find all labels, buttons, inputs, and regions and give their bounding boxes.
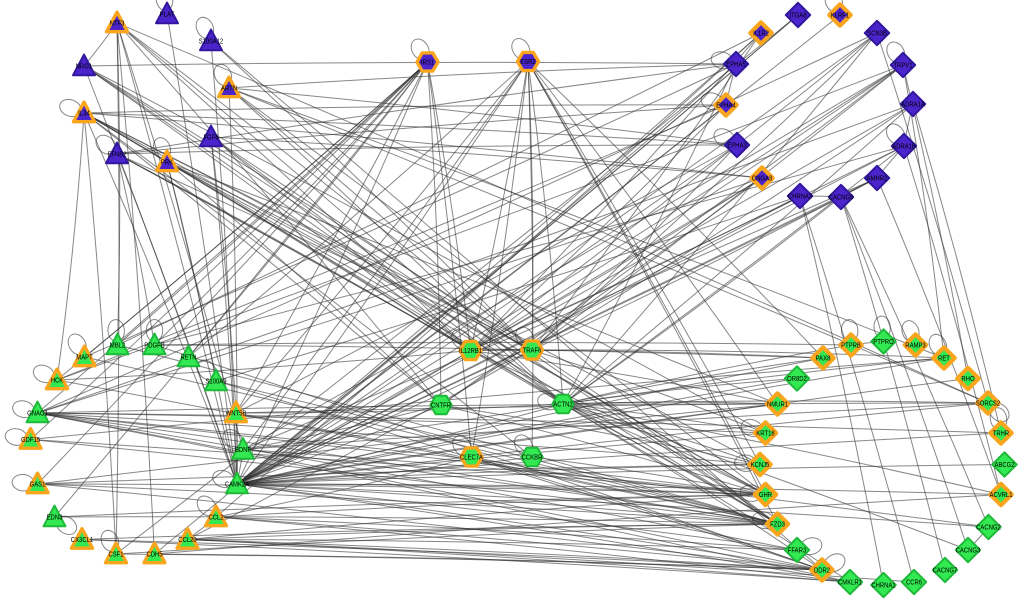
svg-text:CACNG2: CACNG2: [976, 523, 1001, 532]
svg-text:S100A9: S100A9: [205, 377, 226, 386]
svg-text:TRHR: TRHR: [993, 429, 1009, 438]
svg-text:KLRF1: KLRF1: [831, 11, 849, 20]
svg-text:KCNJ5: KCNJ5: [751, 460, 770, 469]
svg-text:EDN3: EDN3: [47, 513, 63, 522]
svg-text:ADRA1A: ADRA1A: [901, 100, 925, 109]
svg-text:AMHR2: AMHR2: [867, 174, 888, 183]
svg-text:PAX8: PAX8: [815, 354, 830, 363]
svg-text:CHRNA3: CHRNA3: [788, 192, 812, 201]
svg-text:NMUR1: NMUR1: [767, 400, 788, 409]
svg-text:IRS1: IRS1: [421, 58, 434, 67]
svg-text:EPHA5: EPHA5: [726, 60, 745, 69]
svg-text:GAS1: GAS1: [30, 480, 46, 489]
svg-text:CAMK2A: CAMK2A: [225, 480, 249, 489]
svg-text:FZD3: FZD3: [770, 520, 785, 529]
svg-text:RHO: RHO: [961, 374, 974, 383]
svg-text:TRAF6: TRAF6: [523, 346, 542, 355]
svg-text:CACNG5: CACNG5: [829, 193, 854, 202]
svg-text:GDF15: GDF15: [21, 435, 40, 444]
svg-text:NRG1: NRG1: [76, 62, 92, 71]
svg-text:PLAT: PLAT: [160, 10, 175, 19]
svg-text:IL12RB1: IL12RB1: [459, 346, 482, 355]
svg-text:GNAO1: GNAO1: [27, 409, 48, 418]
svg-text:CCL2: CCL2: [208, 513, 223, 522]
svg-text:ADRA1B: ADRA1B: [892, 142, 916, 151]
svg-text:ITGA8: ITGA8: [789, 11, 806, 20]
svg-text:SORCS2: SORCS2: [976, 399, 1000, 408]
svg-text:CMKLR1: CMKLR1: [838, 578, 862, 587]
svg-text:EFNB2: EFNB2: [107, 150, 126, 159]
svg-text:EPHA3: EPHA3: [727, 141, 746, 150]
svg-text:FFAR3: FFAR3: [788, 546, 807, 555]
svg-text:EPHA4: EPHA4: [716, 101, 735, 110]
svg-text:MAPT: MAPT: [76, 353, 93, 362]
svg-text:PTPRO: PTPRO: [873, 337, 894, 346]
svg-text:BDNF: BDNF: [235, 445, 251, 454]
svg-text:FGF6: FGF6: [203, 133, 218, 142]
svg-text:IL34: IL34: [78, 109, 90, 118]
svg-text:PTPRB: PTPRB: [841, 341, 861, 350]
svg-text:CSF1: CSF1: [108, 550, 123, 559]
svg-text:IL1R2: IL1R2: [753, 29, 769, 38]
svg-text:CNGA3: CNGA3: [752, 174, 772, 183]
svg-text:ABCG2: ABCG2: [994, 460, 1014, 469]
svg-text:MBL2: MBL2: [110, 341, 126, 350]
svg-text:OR8D2: OR8D2: [787, 374, 807, 383]
svg-text:CNTFR: CNTFR: [431, 401, 451, 410]
svg-text:TRPV1: TRPV1: [893, 61, 912, 70]
svg-text:ESR2: ESR2: [520, 57, 536, 66]
svg-text:CACNG3: CACNG3: [956, 546, 981, 555]
svg-text:CCL20: CCL20: [178, 535, 196, 544]
svg-text:RAMP3: RAMP3: [905, 341, 925, 350]
svg-text:ACVRL1: ACVRL1: [990, 490, 1013, 499]
svg-text:PRK: PRK: [161, 158, 173, 167]
svg-text:HCK: HCK: [51, 376, 64, 385]
svg-text:CX3CL1: CX3CL1: [71, 535, 93, 544]
svg-text:RETN: RETN: [180, 353, 196, 362]
svg-text:KRT18: KRT18: [756, 429, 774, 438]
svg-text:PDGFB: PDGFB: [144, 341, 164, 350]
svg-text:CDH5: CDH5: [146, 550, 162, 559]
svg-text:CHRNA1: CHRNA1: [871, 581, 895, 590]
svg-text:CACNG7: CACNG7: [933, 566, 958, 575]
svg-text:RET: RET: [938, 354, 950, 363]
svg-text:CLEC7A: CLEC7A: [460, 453, 483, 462]
svg-text:NTF3: NTF3: [110, 19, 125, 28]
svg-text:CCR6: CCR6: [906, 578, 922, 587]
svg-text:WNT5B: WNT5B: [226, 409, 247, 418]
svg-text:ARTN: ARTN: [221, 84, 237, 93]
svg-text:ACTN2: ACTN2: [553, 400, 572, 409]
svg-text:DDR2: DDR2: [814, 566, 830, 575]
svg-text:SCN3B: SCN3B: [867, 29, 887, 38]
svg-text:GHR: GHR: [759, 490, 772, 499]
svg-text:S100A12: S100A12: [199, 37, 223, 46]
svg-text:CCKBR: CCKBR: [522, 453, 543, 462]
